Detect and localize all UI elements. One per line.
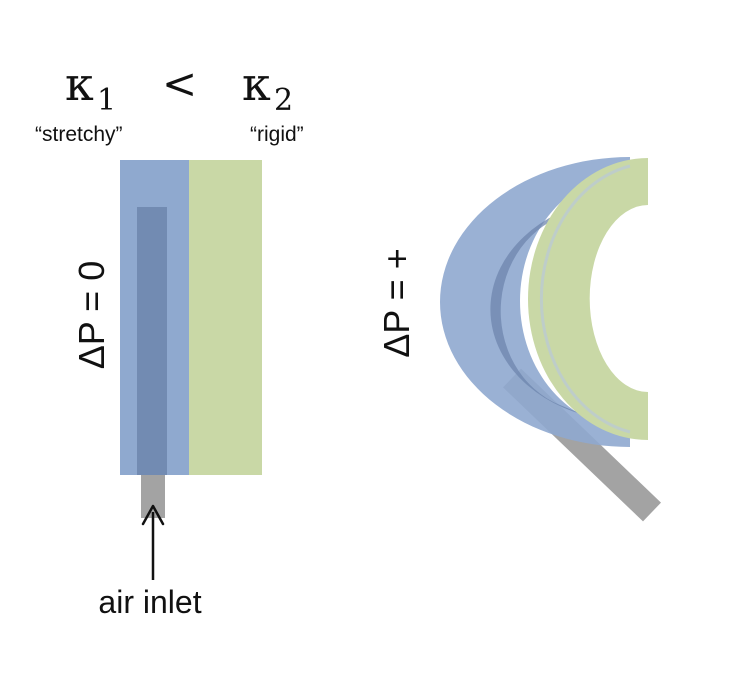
bent-stretchy-layer <box>440 157 630 447</box>
bent-layer-seam <box>539 164 631 434</box>
pressure-label-zero: ΔP = 0 <box>71 261 112 369</box>
actuator-bent <box>440 157 661 522</box>
relation-symbol: < <box>162 59 197 108</box>
inlet-tube <box>141 475 165 518</box>
kappa2-symbol: κ <box>242 57 271 111</box>
air-inlet-label: air inlet <box>98 584 201 620</box>
kappa1-symbol: κ <box>65 57 94 111</box>
kappa1-caption: “stretchy” <box>35 123 123 146</box>
kappa2-caption: “rigid” <box>250 123 304 146</box>
pressure-label-positive: ΔP = + <box>376 248 417 357</box>
kappa2-subscript: 2 <box>274 83 293 118</box>
rigid-layer <box>189 160 262 475</box>
arrow-up-icon <box>141 504 165 580</box>
kappa1-subscript: 1 <box>97 83 116 118</box>
actuator-flat <box>120 160 262 518</box>
air-channel <box>137 207 167 475</box>
